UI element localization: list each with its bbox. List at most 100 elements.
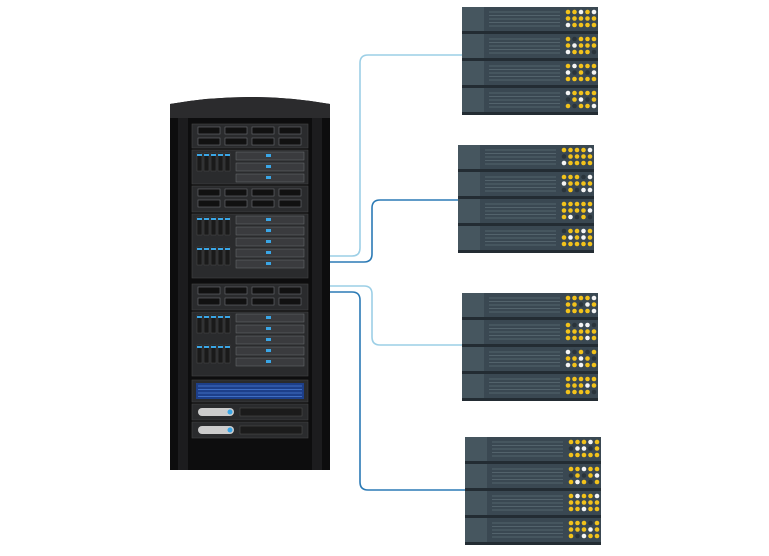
blue-panel	[196, 383, 304, 399]
drive-caddy	[203, 246, 210, 266]
server-unit	[462, 34, 598, 61]
status-led	[587, 201, 593, 207]
drive-bay	[251, 297, 275, 306]
blade-led	[266, 349, 271, 352]
status-led	[575, 479, 580, 485]
status-led	[591, 302, 597, 307]
drive-led	[225, 346, 230, 348]
drive-led	[204, 346, 209, 348]
status-led	[568, 181, 573, 186]
drive-led	[218, 154, 223, 156]
status-led	[572, 76, 577, 82]
status-led	[561, 160, 567, 166]
status-led	[578, 43, 584, 48]
status-led	[585, 16, 590, 21]
status-led	[581, 493, 587, 499]
status-led	[591, 349, 597, 355]
drive-caddy	[224, 344, 231, 364]
status-led	[574, 160, 580, 166]
status-led	[581, 208, 586, 213]
status-led	[581, 228, 586, 234]
server-handle	[462, 34, 484, 58]
status-led	[578, 335, 584, 341]
drive-led	[218, 218, 223, 220]
drive-bay	[278, 286, 302, 295]
status-led	[561, 214, 567, 220]
drive-led	[204, 248, 209, 250]
server-unit	[462, 320, 598, 347]
drive-bay	[197, 199, 221, 208]
status-led	[568, 473, 574, 478]
status-led	[568, 533, 574, 539]
drive-caddy	[224, 314, 231, 334]
status-led	[581, 479, 587, 485]
status-led	[574, 241, 580, 247]
status-led	[585, 356, 590, 361]
status-led	[581, 187, 586, 193]
status-led	[572, 356, 577, 361]
status-led	[568, 527, 574, 532]
drive-led	[211, 248, 216, 250]
status-led	[594, 506, 600, 512]
status-led	[574, 154, 580, 159]
drive-caddy	[224, 152, 231, 172]
rack-unit-8	[191, 403, 309, 421]
status-led	[572, 389, 577, 395]
status-led	[561, 201, 567, 207]
drive-caddy	[196, 152, 203, 172]
status-led	[587, 241, 593, 247]
server-stack-1	[462, 7, 598, 115]
status-led	[575, 500, 580, 505]
status-led	[585, 70, 590, 75]
status-led	[588, 533, 593, 539]
status-led	[565, 322, 571, 328]
drive-caddy	[210, 216, 217, 236]
server-stack-2	[458, 145, 594, 253]
drive-bay	[224, 297, 248, 306]
drive-caddy	[210, 246, 217, 266]
status-led	[572, 295, 577, 301]
status-led	[568, 208, 573, 213]
status-led	[578, 97, 584, 102]
connection-line-3	[330, 285, 462, 346]
server-handle	[462, 7, 484, 31]
drive-caddy	[210, 314, 217, 334]
drive-bay	[224, 188, 248, 197]
status-led	[587, 181, 593, 186]
status-led	[591, 90, 597, 96]
drive-led	[211, 346, 216, 348]
status-led	[585, 90, 590, 96]
drive-caddy	[203, 216, 210, 236]
status-led	[578, 322, 584, 328]
status-led	[565, 76, 571, 82]
status-led	[568, 235, 573, 240]
status-led	[588, 493, 593, 499]
status-led	[568, 500, 574, 505]
status-led	[581, 500, 587, 505]
status-led	[591, 63, 597, 69]
status-led	[594, 439, 600, 445]
drive-caddy	[224, 246, 231, 266]
rack-unit-4	[191, 213, 309, 279]
status-led	[587, 235, 593, 240]
drive-bay	[278, 297, 302, 306]
status-led	[565, 90, 571, 96]
drive-bay	[251, 137, 275, 146]
status-led	[585, 22, 590, 28]
status-led	[575, 493, 580, 499]
status-led	[572, 97, 577, 102]
status-led	[565, 356, 571, 361]
status-led	[585, 349, 590, 355]
server-unit	[462, 293, 598, 320]
drive-led	[225, 154, 230, 156]
status-led	[568, 506, 574, 512]
status-led	[585, 322, 590, 328]
status-led	[585, 97, 590, 102]
status-led	[574, 181, 580, 186]
server-handle	[465, 518, 487, 542]
server-handle	[465, 437, 487, 461]
status-led	[578, 9, 584, 15]
status-led	[594, 446, 600, 451]
server-handle	[458, 145, 480, 169]
server-unit	[462, 61, 598, 88]
